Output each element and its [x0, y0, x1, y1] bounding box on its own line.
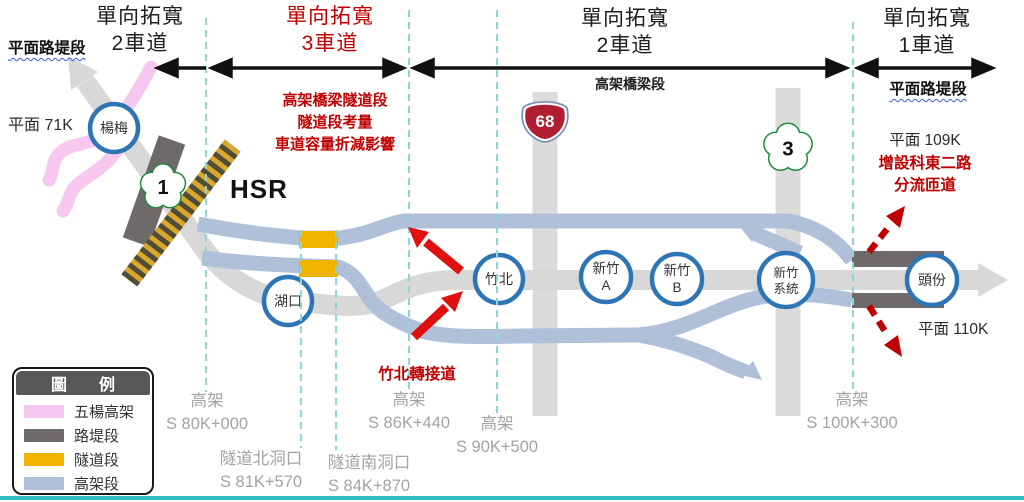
surface-mainline [68, 56, 1008, 316]
zhubei-transfer-arrows [408, 227, 464, 341]
elevated-lower-merge [637, 286, 854, 343]
bottom-rule [0, 496, 1024, 500]
svg-text:新竹: 新竹 [664, 263, 691, 278]
station-toufen: 頭份 [904, 252, 960, 308]
hsr-label: HSR [230, 174, 288, 204]
station-zhubei: 竹北 [472, 252, 526, 306]
shield-provincial-68: 68 [521, 101, 569, 143]
chainage-100k: 高架 S 100K+300 [806, 391, 898, 432]
legend-swatch-elevated [24, 476, 64, 490]
chainage-tunnel-south: 隧道南洞口 S 84K+870 [327, 454, 411, 495]
hsr-crossing-band [121, 139, 241, 287]
legend-swatch-tunnel [24, 452, 64, 466]
legend-item-wuyang: 五楊高架 [14, 399, 152, 423]
svg-text:新竹: 新竹 [593, 261, 620, 276]
shield-3-number: 3 [782, 138, 793, 161]
km-110-label: 平面 110K [918, 321, 989, 338]
km-71-label: 平面 71K [8, 117, 73, 134]
legend-title: 圖 例 [16, 371, 150, 395]
svg-text:新竹: 新竹 [773, 265, 798, 280]
station-hsinchu-system: 新竹 系統 [756, 250, 816, 310]
station-hukou: 湖口 [261, 274, 315, 328]
ramp-arrow-down-right [741, 361, 762, 380]
elevated-strands [196, 213, 858, 379]
legend-item-tunnel: 隧道段 [14, 447, 152, 471]
chainage-90k: 高架 S 90K+500 [455, 415, 539, 456]
km-109-label: 平面 109K [889, 132, 961, 149]
elevated-exit-ramp [636, 327, 749, 379]
chainage-80k: 高架 S 80K+000 [165, 392, 249, 433]
stations: 楊梅 湖口 竹北 新竹 A 新竹 B 新竹 [87, 101, 960, 328]
legend-item-elevated: 高架段 [14, 471, 152, 495]
mainline-arrow-east [978, 263, 1008, 297]
section-2-title: 單向拓寬 3車道 [286, 5, 374, 55]
elevated-upper [196, 213, 858, 265]
legend: 圖 例 五楊高架 路堤段 隧道段 高架段 [12, 367, 154, 495]
station-yangmei-label: 楊梅 [100, 120, 128, 136]
legend-swatch-embankment [24, 428, 64, 442]
station-hsinchu-a: 新竹 A [578, 249, 634, 305]
section-3-title: 單向拓寬 2車道 [581, 7, 669, 57]
shield-national-3: 3 [763, 122, 813, 171]
toufen-diverge-arrows [866, 206, 905, 357]
elevated-entry-ramp [751, 226, 803, 260]
section-3-subsegment: 高架橋梁段 [595, 76, 665, 92]
legend-item-embankment: 路堤段 [14, 423, 152, 447]
station-hukou-label: 湖口 [274, 293, 302, 309]
surface-embankment-label-left: 平面路堤段 [8, 40, 86, 57]
shield-68-number: 68 [536, 112, 555, 131]
station-zhubei-label: 竹北 [485, 271, 513, 287]
svg-text:系統: 系統 [773, 282, 798, 296]
section-4-title: 單向拓寬 1車道 [883, 7, 971, 57]
transfer-lane-note: 竹北轉接道 [378, 366, 456, 383]
mainline-arrow-northwest [68, 56, 98, 90]
station-hsinchu-b: 新竹 B [649, 251, 705, 307]
svg-text:B: B [672, 280, 681, 295]
section-4-subsegment: 平面路堤段 [889, 81, 967, 98]
section-divider-lines [205, 10, 854, 450]
ramp-addition-note: 增設科東二路 分流匝道 [878, 155, 972, 194]
section-2-notes: 高架橋梁隧道段 隧道段考量 車道容量折減影響 [274, 92, 395, 153]
shield-national-1: 1 [139, 163, 187, 209]
svg-text:A: A [601, 278, 610, 293]
elevated-lower [201, 250, 639, 344]
chainage-tunnel-north: 隧道北洞口 S 81K+570 [219, 450, 303, 491]
shield-1-number: 1 [157, 177, 168, 199]
chainage-86k: 高架 S 86K+440 [367, 391, 451, 432]
station-toufen-label: 頭份 [918, 272, 946, 288]
ramp-arrow-up-left [740, 226, 760, 242]
section-extent-arrows [153, 57, 997, 79]
section-1-title: 單向拓寬 2車道 [96, 5, 184, 55]
station-yangmei: 楊梅 [87, 101, 141, 155]
tunnel-segments [299, 231, 338, 277]
legend-swatch-wuyang [24, 404, 64, 418]
